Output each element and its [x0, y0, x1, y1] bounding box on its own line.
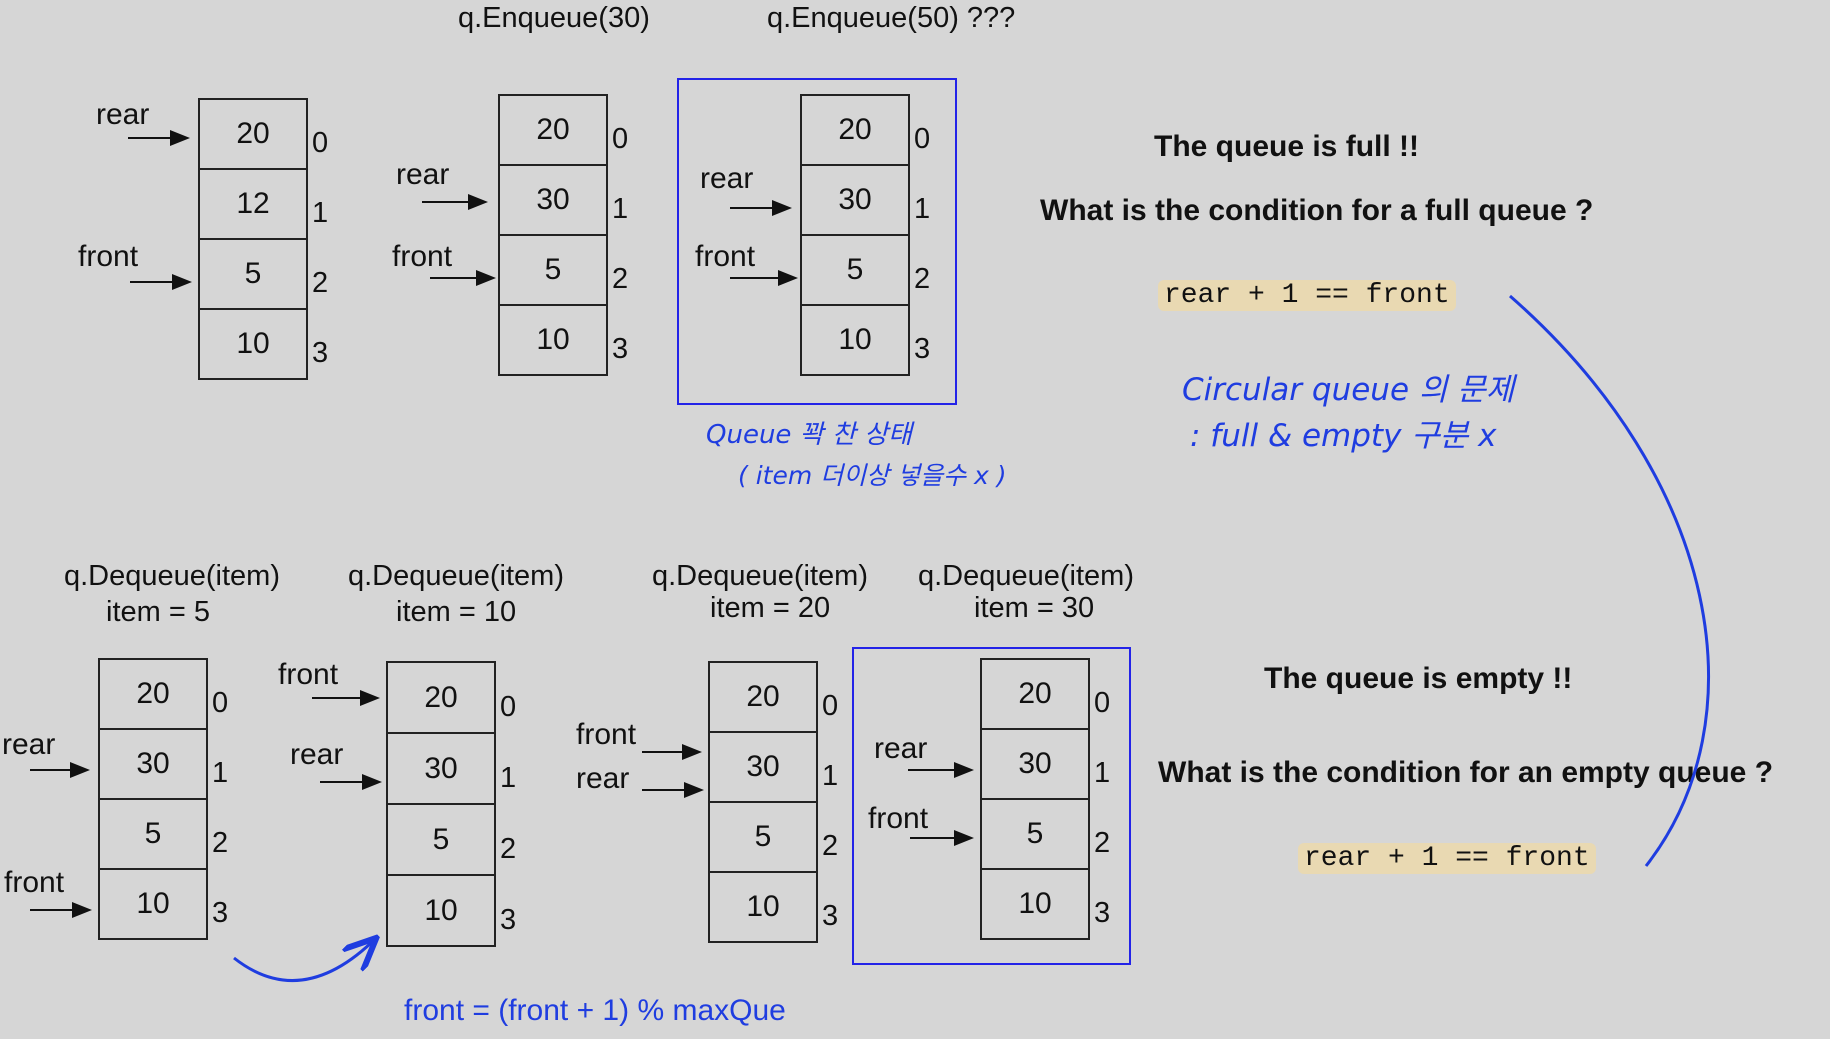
- dequeue-1-item: item = 5: [106, 596, 210, 628]
- full-state-note-line2: ( item 더이상 넣을수 x ): [738, 461, 1007, 490]
- enqueue-30-label: q.Enqueue(30): [458, 2, 650, 34]
- empty-queue-highlight: [852, 647, 1131, 965]
- queue-cell: 10: [98, 868, 208, 940]
- queue-index: 0: [1094, 687, 1111, 719]
- queue-index: 0: [822, 690, 839, 722]
- q5-front-label: front: [278, 658, 339, 691]
- full-condition: rear + 1 == front: [1158, 280, 1456, 311]
- queue-cell: 30: [498, 164, 608, 236]
- enqueue-50-label: q.Enqueue(50) ???: [767, 2, 1016, 34]
- queue-index: 1: [312, 197, 329, 229]
- queue-cell: 20: [198, 98, 308, 170]
- q7-front-label: front: [868, 802, 929, 835]
- q3-front-label: front: [695, 240, 756, 273]
- queue-cell: 5: [708, 801, 818, 873]
- queue-cell: 30: [386, 732, 496, 805]
- queue-cell: 5: [498, 234, 608, 306]
- circular-note-line1: Circular queue 의 문제: [1182, 372, 1515, 408]
- queue-index: 2: [822, 830, 839, 862]
- front-update-formula: front = (front + 1) % maxQue: [404, 994, 786, 1027]
- q6-rear-label: rear: [576, 762, 630, 795]
- queue-cell: 5: [386, 803, 496, 876]
- dequeue-4-item: item = 30: [974, 592, 1095, 624]
- queue-cell: 10: [498, 304, 608, 376]
- circular-note-line2: : full & empty 구분 x: [1190, 418, 1497, 454]
- queue-cell: 20: [386, 661, 496, 734]
- queue-index: 1: [500, 761, 517, 794]
- queue-index: 0: [612, 123, 629, 155]
- queue-cell: 20: [800, 94, 910, 166]
- queue-cell: 30: [98, 728, 208, 800]
- q7-rear-label: rear: [874, 732, 928, 765]
- q6-front-label: front: [576, 718, 637, 751]
- dequeue-2-label: q.Dequeue(item): [348, 560, 564, 592]
- queue-index: 1: [612, 193, 629, 225]
- q1-front-label: front: [78, 240, 139, 273]
- full-title: The queue is full !!: [1154, 130, 1420, 163]
- q4-rear-label: rear: [2, 728, 56, 761]
- empty-title: The queue is empty !!: [1264, 662, 1573, 695]
- q3-rear-label: rear: [700, 162, 754, 195]
- dequeue-transition-arrow: [233, 942, 372, 982]
- dequeue-4-label: q.Dequeue(item): [918, 560, 1134, 592]
- queue-index: 2: [312, 267, 329, 299]
- queue-cell: 30: [800, 164, 910, 236]
- queue-cell: 20: [98, 658, 208, 730]
- dequeue-3-label: q.Dequeue(item): [652, 560, 868, 592]
- queue-index: 3: [212, 897, 229, 929]
- q5-rear-label: rear: [290, 738, 344, 771]
- queue-cell: 10: [980, 868, 1090, 940]
- queue-index: 2: [612, 263, 629, 295]
- full-queue-highlight: [677, 78, 957, 405]
- queue-cell: 20: [980, 658, 1090, 730]
- queue-index: 1: [914, 193, 931, 225]
- queue-cell: 10: [800, 304, 910, 376]
- queue-cell: 5: [980, 798, 1090, 870]
- queue-index: 3: [822, 900, 839, 932]
- queue-index: 0: [914, 123, 931, 155]
- queue-index: 1: [212, 757, 229, 789]
- queue-cell: 10: [386, 874, 496, 947]
- full-state-note-line1: Queue 꽉 찬 상태: [706, 420, 912, 450]
- queue-cell: 30: [980, 728, 1090, 800]
- empty-question: What is the condition for an empty queue…: [1158, 756, 1774, 789]
- queue-index: 1: [1094, 757, 1111, 789]
- queue-index: 3: [612, 333, 629, 365]
- queue-index: 3: [1094, 897, 1111, 929]
- queue-cell: 5: [98, 798, 208, 870]
- queue-index: 3: [500, 903, 517, 936]
- queue-cell: 20: [708, 661, 818, 733]
- queue-index: 0: [212, 687, 229, 719]
- q2-front-label: front: [392, 240, 453, 273]
- dequeue-1-label: q.Dequeue(item): [64, 560, 280, 592]
- queue-cell: 5: [198, 238, 308, 310]
- queue-cell: 10: [198, 308, 308, 380]
- queue-cell: 30: [708, 731, 818, 803]
- full-question: What is the condition for a full queue ?: [1040, 194, 1594, 227]
- queue-index: 1: [822, 760, 839, 792]
- queue-index: 3: [914, 333, 931, 365]
- dequeue-2-item: item = 10: [396, 596, 517, 628]
- queue-index: 2: [914, 263, 931, 295]
- queue-index: 2: [212, 827, 229, 859]
- queue-cell: 5: [800, 234, 910, 306]
- queue-index: 0: [500, 690, 517, 723]
- queue-cell: 12: [198, 168, 308, 240]
- q1-rear-label: rear: [96, 98, 150, 131]
- queue-index: 0: [312, 127, 329, 159]
- q4-front-label: front: [4, 866, 65, 899]
- queue-cell: 10: [708, 871, 818, 943]
- queue-index: 3: [312, 337, 329, 369]
- queue-index: 2: [500, 832, 517, 865]
- empty-condition: rear + 1 == front: [1298, 843, 1596, 874]
- queue-index: 2: [1094, 827, 1111, 859]
- dequeue-3-item: item = 20: [710, 592, 831, 624]
- queue-cell: 20: [498, 94, 608, 166]
- q2-rear-label: rear: [396, 158, 450, 191]
